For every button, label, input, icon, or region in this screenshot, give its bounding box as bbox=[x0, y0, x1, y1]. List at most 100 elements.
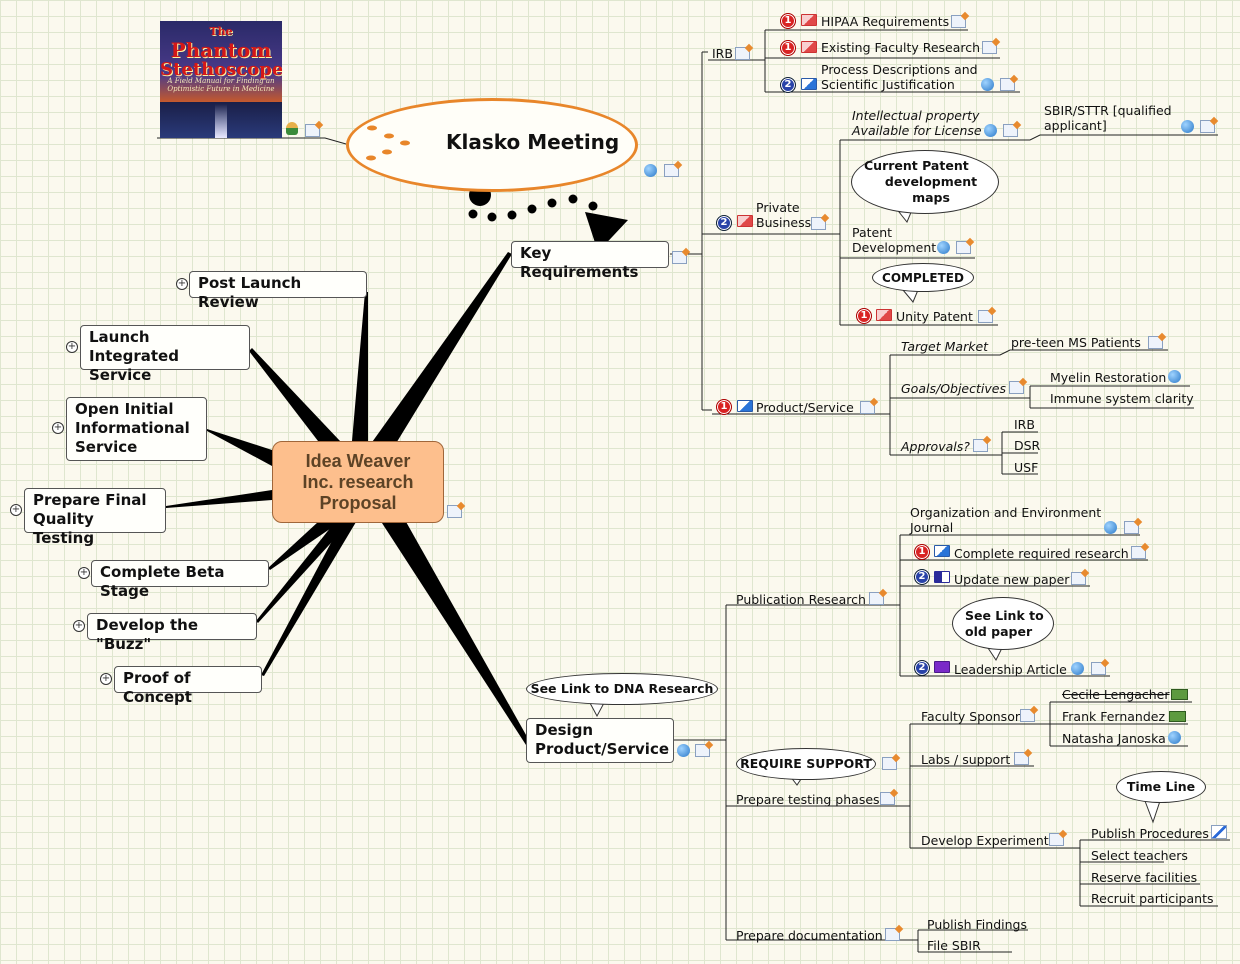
subtopic-file-sbir[interactable]: File SBIR bbox=[927, 938, 981, 953]
subtopic-process-descriptions[interactable]: Process Descriptions and Scientific Just… bbox=[821, 62, 978, 92]
subtopic-intellectual-property[interactable]: Intellectual property Available for Lice… bbox=[852, 108, 982, 138]
hyperlink-icon[interactable] bbox=[937, 241, 950, 254]
callout-require-support[interactable]: REQUIRE SUPPORT bbox=[736, 748, 876, 780]
subtopic-myelin-restoration[interactable]: Myelin Restoration bbox=[1050, 370, 1167, 385]
topic-design-product-service[interactable]: Design Product/Service bbox=[526, 718, 674, 763]
subtopic-develop-experiment[interactable]: Develop Experiment bbox=[921, 833, 1049, 848]
hyperlink-icon[interactable] bbox=[1168, 731, 1181, 744]
note-icon[interactable] bbox=[1049, 833, 1064, 846]
klasko-meeting-topic[interactable] bbox=[346, 98, 638, 192]
note-icon[interactable] bbox=[672, 251, 687, 264]
expand-icon[interactable]: + bbox=[10, 504, 22, 516]
note-icon[interactable] bbox=[882, 757, 897, 770]
topic-post-launch-review[interactable]: Post Launch Review bbox=[189, 271, 367, 311]
note-icon[interactable] bbox=[973, 439, 988, 452]
hyperlink-icon[interactable] bbox=[1071, 662, 1084, 675]
note-icon[interactable] bbox=[664, 164, 679, 177]
hyperlink-icon[interactable] bbox=[981, 78, 994, 91]
note-icon[interactable] bbox=[1200, 120, 1215, 133]
note-icon[interactable] bbox=[305, 124, 320, 137]
subtopic-labs-support[interactable]: Labs / support bbox=[921, 752, 1011, 767]
hyperlink-icon[interactable] bbox=[984, 124, 997, 137]
subtopic-private-business[interactable]: Private Business bbox=[756, 200, 811, 230]
subtopic-natasha-janoska[interactable]: Natasha Janoska bbox=[1062, 731, 1166, 746]
topic-proof-of-concept[interactable]: Proof of Concept bbox=[114, 666, 262, 706]
subtopic-product-service[interactable]: Product/Service bbox=[756, 400, 854, 415]
note-icon[interactable] bbox=[1020, 709, 1035, 722]
person-icon[interactable] bbox=[286, 122, 298, 135]
subtopic-existing-faculty-research[interactable]: Existing Faculty Research bbox=[821, 40, 981, 55]
note-icon[interactable] bbox=[982, 41, 997, 54]
callout-time-line[interactable]: Time Line bbox=[1116, 771, 1206, 803]
note-icon[interactable] bbox=[811, 217, 826, 230]
note-icon[interactable] bbox=[1148, 336, 1163, 349]
note-icon[interactable] bbox=[1124, 521, 1139, 534]
note-icon[interactable] bbox=[951, 15, 966, 28]
edit-icon[interactable] bbox=[1211, 825, 1227, 839]
subtopic-organization-environment-journal[interactable]: Organization and Environment Journal bbox=[910, 505, 1101, 535]
subtopic-unity-patent[interactable]: Unity Patent bbox=[896, 309, 973, 324]
expand-icon[interactable]: + bbox=[176, 278, 188, 290]
subtopic-complete-required-research[interactable]: Complete required research bbox=[954, 546, 1129, 561]
subtopic-recruit-participants[interactable]: Recruit participants bbox=[1091, 891, 1214, 906]
hyperlink-icon[interactable] bbox=[644, 164, 657, 177]
subtopic-cecile-lengacher[interactable]: Cecile Lengacher bbox=[1062, 687, 1170, 702]
callout-old-paper[interactable]: See Link to old paper bbox=[952, 597, 1054, 650]
subtopic-faculty-sponsor[interactable]: Faculty Sponsor bbox=[921, 709, 1020, 724]
expand-icon[interactable]: + bbox=[100, 673, 112, 685]
expand-icon[interactable]: + bbox=[52, 422, 64, 434]
note-icon[interactable] bbox=[1014, 752, 1029, 765]
subtopic-frank-fernandez[interactable]: Frank Fernandez bbox=[1062, 709, 1166, 724]
hyperlink-icon[interactable] bbox=[677, 744, 690, 757]
subtopic-publication-research[interactable]: Publication Research bbox=[736, 592, 866, 607]
subtopic-prepare-testing-phases[interactable]: Prepare testing phases bbox=[736, 792, 880, 807]
topic-launch-integrated-service[interactable]: Launch Integrated Service bbox=[80, 325, 250, 384]
note-icon[interactable] bbox=[1009, 381, 1024, 394]
subtopic-select-teachers[interactable]: Select teachers bbox=[1091, 848, 1188, 863]
subtopic-irb[interactable]: IRB bbox=[712, 46, 733, 61]
topic-open-initial-informational-service[interactable]: Open Initial Informational Service bbox=[66, 397, 207, 461]
note-icon[interactable] bbox=[1131, 546, 1146, 559]
topic-develop-the-buzz[interactable]: Develop the "Buzz" bbox=[87, 613, 257, 653]
subtopic-target-market[interactable]: Target Market bbox=[901, 339, 989, 354]
topic-complete-beta-stage[interactable]: Complete Beta Stage bbox=[91, 560, 269, 600]
topic-key-requirements[interactable]: Key Requirements bbox=[511, 241, 669, 281]
subtopic-sbir-sttr[interactable]: SBIR/STTR [qualified applicant] bbox=[1044, 103, 1172, 133]
subtopic-publish-findings[interactable]: Publish Findings bbox=[927, 917, 1027, 932]
callout-dna-research[interactable]: See Link to DNA Research bbox=[526, 673, 718, 705]
subtopic-goals-objectives[interactable]: Goals/Objectives bbox=[901, 381, 1006, 396]
note-icon[interactable] bbox=[880, 792, 895, 805]
subtopic-reserve-facilities[interactable]: Reserve facilities bbox=[1091, 870, 1198, 885]
subtopic-update-new-paper[interactable]: Update new paper bbox=[954, 572, 1070, 587]
expand-icon[interactable]: + bbox=[78, 567, 90, 579]
note-icon[interactable] bbox=[860, 401, 875, 414]
note-icon[interactable] bbox=[695, 744, 710, 757]
hyperlink-icon[interactable] bbox=[1104, 521, 1117, 534]
subtopic-patent-development[interactable]: Patent Development bbox=[852, 225, 936, 255]
note-icon[interactable] bbox=[1000, 78, 1015, 91]
hyperlink-icon[interactable] bbox=[1168, 370, 1181, 383]
topic-prepare-final-quality-testing[interactable]: Prepare Final Quality Testing bbox=[24, 488, 166, 547]
subtopic-usf-approval[interactable]: USF bbox=[1014, 460, 1039, 475]
subtopic-publish-procedures[interactable]: Publish Procedures bbox=[1091, 826, 1209, 841]
note-icon[interactable] bbox=[885, 928, 900, 941]
note-icon[interactable] bbox=[447, 505, 462, 518]
hyperlink-icon[interactable] bbox=[1181, 120, 1194, 133]
callout-current-patent[interactable]: Current Patent development maps bbox=[851, 150, 999, 214]
note-icon[interactable] bbox=[869, 592, 884, 605]
subtopic-dsr-approval[interactable]: DSR bbox=[1014, 438, 1041, 453]
subtopic-leadership-article[interactable]: Leadership Article bbox=[954, 662, 1067, 677]
expand-icon[interactable]: + bbox=[73, 620, 85, 632]
note-icon[interactable] bbox=[956, 241, 971, 254]
note-icon[interactable] bbox=[1071, 572, 1086, 585]
subtopic-hipaa-requirements[interactable]: HIPAA Requirements bbox=[821, 14, 950, 29]
subtopic-prepare-documentation[interactable]: Prepare documentation bbox=[736, 928, 883, 943]
expand-icon[interactable]: + bbox=[66, 341, 78, 353]
note-icon[interactable] bbox=[735, 47, 750, 60]
note-icon[interactable] bbox=[1003, 124, 1018, 137]
subtopic-irb-approval[interactable]: IRB bbox=[1014, 417, 1035, 432]
subtopic-approvals[interactable]: Approvals? bbox=[901, 439, 970, 454]
subtopic-pre-teen-ms-patients[interactable]: pre-teen MS Patients bbox=[1011, 335, 1141, 350]
subtopic-immune-system-clarity[interactable]: Immune system clarity bbox=[1050, 391, 1194, 406]
note-icon[interactable] bbox=[1091, 662, 1106, 675]
